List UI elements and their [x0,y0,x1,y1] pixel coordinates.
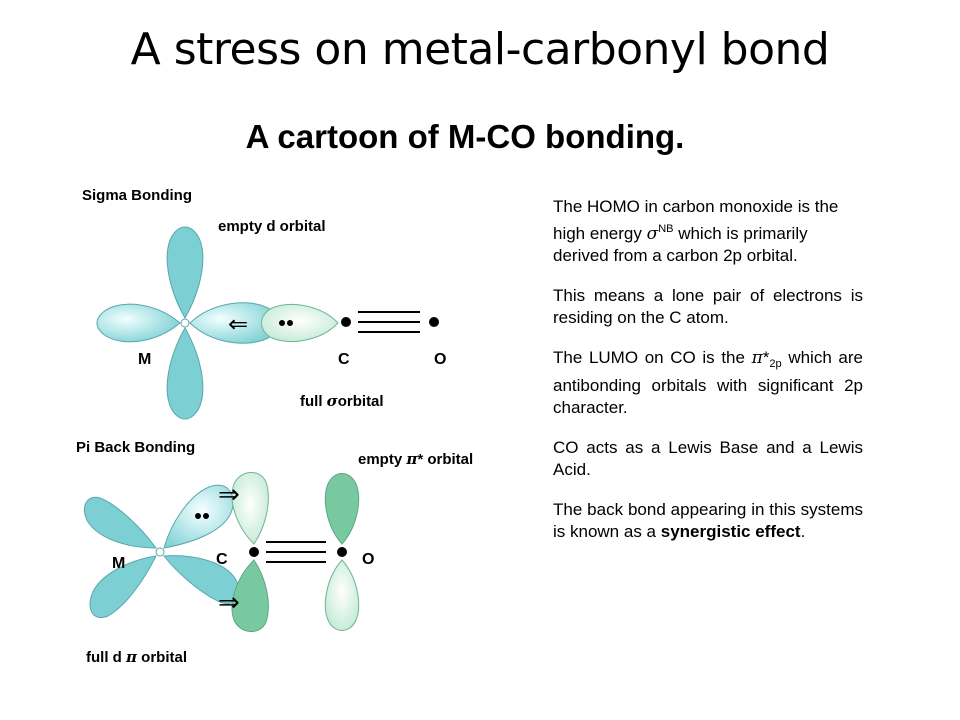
d-lobe-left [96,303,181,343]
sigma-electron [279,320,285,326]
sigma-empty-label: empty d orbital [218,218,326,235]
carbon-atom [249,547,259,557]
d-lobe-top [166,226,204,320]
bonding-diagram: Sigma Bonding empty d orbital ⇐ M C O fu… [60,170,540,680]
cartoon-title: A cartoon of M-CO bonding. [245,118,685,155]
sigma-donation-arrow: ⇐ [228,310,248,338]
note-lewis: CO acts as a Lewis Base and a Lewis Acid… [553,438,863,479]
pi-metal-label: M [112,555,125,572]
d-pi-lobe-upper-left [84,496,157,549]
metal-center [155,547,165,557]
sigma-electron [287,320,293,326]
d-pi-lobe-lower-left [89,555,157,618]
synergistic-effect-term: synergistic effect [660,522,801,541]
slide-title: A stress on metal-carbonyl bond [130,24,830,75]
sigma-symbol: σ [646,224,659,244]
explanation-notes: The HOMO in carbon monoxide is the high … [553,196,863,561]
pi-heading: Pi Back Bonding [76,439,195,456]
sigma-full-label: full σorbital [300,392,384,410]
note-homo: The HOMO in carbon monoxide is the high … [553,197,839,265]
back-bond-arrow-top: ⇒ [218,480,240,510]
oxygen-atom [337,547,347,557]
pi-oxygen-label: O [362,551,374,568]
carbon-atom [341,317,351,327]
sigma-carbon-label: C [338,351,350,368]
d-lobe-bottom [166,326,204,420]
sigma-heading: Sigma Bonding [82,187,192,204]
note-lumo: The LUMO on CO is the π*2p which are ant… [553,348,863,417]
carbon-pi-lobe-top [231,472,269,545]
d-pi-orbital [84,484,240,618]
pi-empty-label: empty π* orbital [358,450,473,468]
bonding-diagram-svg: Sigma Bonding empty d orbital ⇐ M C O fu… [76,187,473,666]
note-lone-pair: This means a lone pair of electrons is r… [553,286,863,327]
oxygen-pi-lobe-bottom [324,559,360,631]
sigma-oxygen-label: O [434,351,446,368]
pi-symbol: π [751,348,763,368]
sigma-metal-label: M [138,351,151,368]
carbon-sigma-lobe [261,304,339,342]
metal-center [180,318,190,328]
back-bond-arrow-bottom: ⇒ [218,588,240,618]
pi-full-label: full d π orbital [86,648,187,666]
pi-electron [195,513,201,519]
oxygen-atom [429,317,439,327]
carbon-pi-lobe-bottom [231,559,269,632]
oxygen-pi-lobe-top [324,473,360,545]
pi-electron [203,513,209,519]
note-synergistic: The back bond appearing in this systems … [553,500,863,541]
pi-carbon-label: C [216,551,228,568]
